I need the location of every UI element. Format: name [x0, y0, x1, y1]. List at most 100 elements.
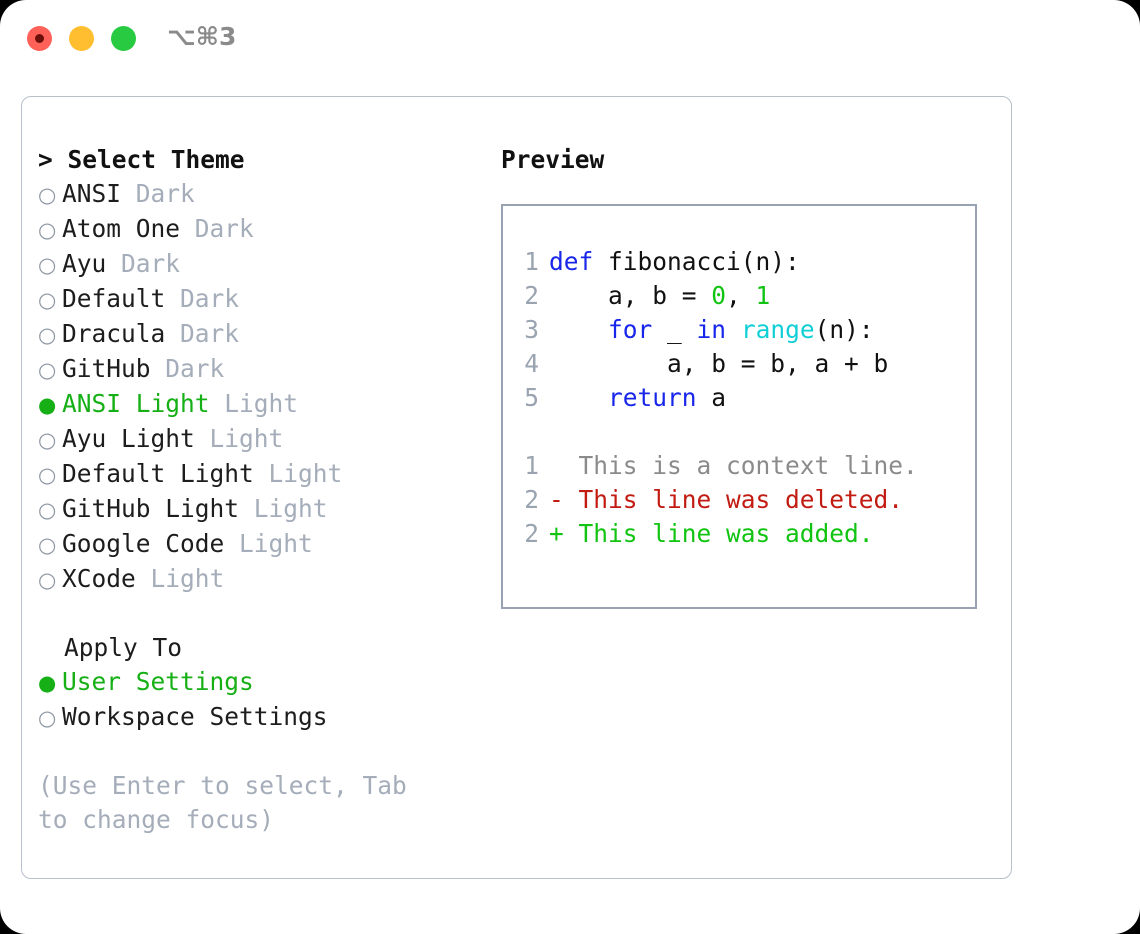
code-token-kw: in: [696, 315, 727, 344]
radio-unselected-icon: ○: [38, 218, 57, 242]
theme-option-ayu-light[interactable]: ○Ayu Light Light: [38, 422, 488, 457]
code-token-kw: return: [608, 383, 697, 412]
code-token-txt: a, b =: [549, 281, 712, 310]
theme-name: Ayu Light: [62, 424, 195, 453]
apply-to-option-workspace-settings[interactable]: ○Workspace Settings: [38, 700, 488, 735]
theme-option-ansi[interactable]: ○ANSI Dark: [38, 177, 488, 212]
theme-name: ANSI Light: [62, 389, 210, 418]
diff-text: + This line was added.: [549, 519, 874, 548]
theme-variant: Dark: [165, 319, 240, 348]
radio-selected-icon: ●: [38, 671, 57, 695]
code-token-txt: a: [696, 383, 727, 412]
diff-line-add: 2 + This line was added.: [503, 517, 975, 551]
theme-variant: Dark: [165, 284, 240, 313]
code-token-txt: a, b = b, a + b: [549, 349, 889, 378]
radio-unselected-icon: ○: [38, 183, 57, 207]
code-token-txt: fibonacci(n):: [608, 247, 800, 276]
code-token-kw: for: [608, 315, 653, 344]
line-number: 5: [524, 383, 539, 412]
radio-unselected-icon: ○: [38, 498, 57, 522]
theme-variant: Dark: [180, 214, 254, 243]
code-token-num: 0: [711, 281, 727, 310]
page-title: > Select Theme: [38, 145, 245, 174]
theme-variant: Light: [253, 459, 343, 488]
code-text: for _ in range(n):: [549, 313, 874, 347]
diff-line-ctx: 1 This is a context line.: [503, 449, 975, 483]
theme-name: Default Light: [62, 459, 254, 488]
theme-option-default[interactable]: ○Default Dark: [38, 282, 488, 317]
theme-selector-column: > Select Theme ○ANSI Dark○Atom One Dark○…: [38, 143, 488, 837]
code-blank-line: [503, 415, 975, 449]
theme-option-xcode[interactable]: ○XCode Light: [38, 562, 488, 597]
maximize-button[interactable]: [111, 26, 136, 51]
radio-unselected-icon: ○: [38, 253, 57, 277]
code-token-fn: range: [740, 315, 815, 344]
line-number: 2: [524, 485, 539, 514]
line-number: 3: [524, 315, 539, 344]
code-text: a, b = 0, 1: [549, 279, 770, 313]
theme-option-github-light[interactable]: ○GitHub Light Light: [38, 492, 488, 527]
code-token-txt: _: [652, 315, 697, 344]
apply-to-label: User Settings: [62, 667, 254, 696]
diff-text: - This line was deleted.: [549, 485, 904, 514]
theme-option-atom-one[interactable]: ○Atom One Dark: [38, 212, 488, 247]
line-number: 1: [524, 451, 539, 480]
theme-option-ansi-light[interactable]: ●ANSI Light Light: [38, 387, 488, 422]
radio-unselected-icon: ○: [38, 463, 57, 487]
code-text: def fibonacci(n):: [549, 245, 800, 279]
radio-unselected-icon: ○: [38, 323, 57, 347]
main-panel: > Select Theme ○ANSI Dark○Atom One Dark○…: [21, 96, 1012, 879]
theme-name: ANSI: [62, 179, 122, 208]
code-token-txt: [549, 315, 608, 344]
apply-to-option-user-settings[interactable]: ●User Settings: [38, 665, 488, 700]
theme-option-default-light[interactable]: ○Default Light Light: [38, 457, 488, 492]
code-text: return a: [549, 381, 726, 415]
theme-name: Atom One: [62, 214, 181, 243]
radio-selected-icon: ●: [38, 393, 57, 417]
theme-option-github[interactable]: ○GitHub Dark: [38, 352, 488, 387]
radio-unselected-icon: ○: [38, 358, 57, 382]
code-text: a, b = b, a + b: [549, 347, 888, 381]
code-line: 2 a, b = 0, 1: [503, 279, 975, 313]
diff-line-del: 2 - This line was deleted.: [503, 483, 975, 517]
theme-name: GitHub: [62, 354, 151, 383]
theme-variant: Light: [239, 494, 328, 523]
code-token-txt: (n):: [814, 315, 874, 344]
line-number: 1: [524, 247, 539, 276]
theme-option-dracula[interactable]: ○Dracula Dark: [38, 317, 488, 352]
line-number: 4: [524, 349, 539, 378]
radio-unselected-icon: ○: [38, 288, 57, 312]
theme-variant: Dark: [121, 179, 195, 208]
theme-variant: Light: [194, 424, 284, 453]
code-line: 3 for _ in range(n):: [503, 313, 975, 347]
minimize-button[interactable]: [69, 26, 94, 51]
line-number: 2: [524, 519, 539, 548]
title-bar: ⌥⌘3: [0, 0, 1140, 78]
radio-unselected-icon: ○: [38, 428, 57, 452]
code-line: 4 a, b = b, a + b: [503, 347, 975, 381]
code-line: 5 return a: [503, 381, 975, 415]
apply-to-list: ●User Settings○Workspace Settings: [38, 665, 488, 735]
window-title: ⌥⌘3: [167, 22, 237, 51]
code-token-txt: [549, 383, 608, 412]
theme-variant: Light: [224, 529, 313, 558]
theme-variant: Dark: [106, 249, 181, 278]
code-token-txt: ,: [726, 281, 756, 310]
line-number: 2: [524, 281, 539, 310]
theme-variant: Light: [135, 564, 225, 593]
code-token-txt: [726, 315, 741, 344]
theme-variant: Light: [209, 389, 299, 418]
list-spacer: [38, 597, 488, 631]
theme-option-google-code[interactable]: ○Google Code Light: [38, 527, 488, 562]
close-button[interactable]: [27, 26, 52, 51]
diff-text: This is a context line.: [549, 451, 918, 480]
theme-option-ayu[interactable]: ○Ayu Dark: [38, 247, 488, 282]
radio-unselected-icon: ○: [38, 533, 57, 557]
preview-label: Preview: [501, 145, 605, 174]
theme-name: Ayu: [62, 249, 107, 278]
keyboard-hint: (Use Enter to select, Tab to change focu…: [38, 771, 422, 834]
